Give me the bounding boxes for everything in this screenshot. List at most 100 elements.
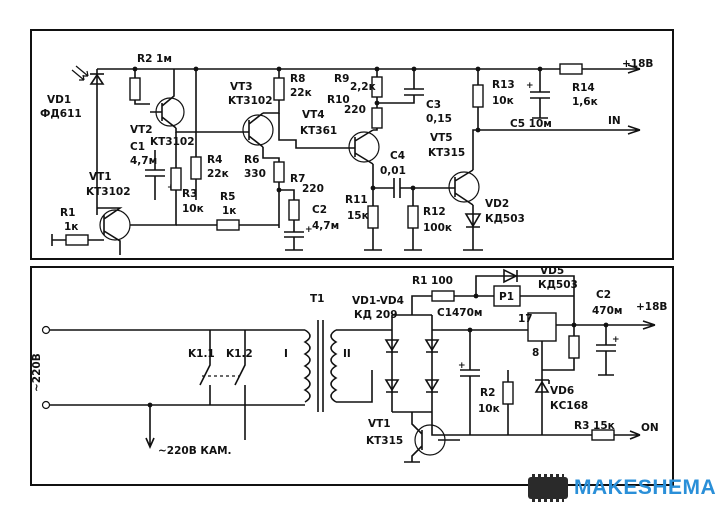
junction <box>374 66 380 72</box>
resistor-r4 <box>190 156 202 180</box>
r9-ref-label: R9 <box>334 73 349 85</box>
capacitor-c2-b <box>596 325 616 376</box>
vd1-type-label: ФД611 <box>40 108 82 120</box>
r8-ref-label: R8 <box>290 73 305 85</box>
c2-b-plus: + <box>612 335 620 345</box>
resistor-r8 <box>273 77 285 101</box>
junction <box>475 66 481 72</box>
resistor-r6 <box>273 161 285 183</box>
secondary-wires <box>336 329 392 403</box>
c2-ref-label: C2 <box>312 204 327 216</box>
r12-val-label: 100к <box>423 222 452 234</box>
r11-val-label: 15к <box>347 210 369 222</box>
r2-b-ref-label: R2 <box>480 387 495 399</box>
diode-vd2 <box>463 205 483 251</box>
vt3-type-label: KT3102 <box>228 95 273 107</box>
c4-ref-label: C4 <box>390 150 405 162</box>
resistor-r3-b <box>591 429 615 441</box>
transistor-vt2 <box>150 69 185 129</box>
vt5-type-label: KT315 <box>428 147 465 159</box>
r13-val-label: 10к <box>492 95 514 107</box>
c5-label: C5 10м <box>510 118 552 130</box>
r2-b-val-label: 10к <box>478 403 500 415</box>
c1-b-val-label: 470м <box>452 307 483 319</box>
on-input-label: ON <box>641 422 659 434</box>
c1-ref-label: C1 <box>130 141 145 153</box>
c1-val-label: 4,7м <box>130 155 157 167</box>
resistor-r5 <box>216 219 240 231</box>
junction <box>537 66 543 72</box>
r14-val-label: 1,6к <box>572 96 598 108</box>
transistor-vt1 <box>97 207 131 255</box>
junction <box>276 66 282 72</box>
resistor-r7 <box>288 199 300 221</box>
r7-ref-label: R7 <box>290 173 305 185</box>
junction <box>603 322 609 328</box>
vt3-emitter-wire <box>262 147 280 228</box>
p1-label: P1 <box>499 291 514 303</box>
pin-17-label: 17 <box>518 313 533 325</box>
resistor-r11 <box>367 205 379 229</box>
junction <box>467 327 473 333</box>
vt5-ref-label: VT5 <box>430 132 453 144</box>
r7-val-label: 220 <box>302 183 324 195</box>
vd1-vd4-label: VD1-VD4 <box>352 295 404 307</box>
c4-val-label: 0,01 <box>380 165 406 177</box>
supply-voltage-label: +18В <box>622 58 653 70</box>
r4-ref-label: R4 <box>207 154 222 166</box>
relay-contact-k12 <box>234 330 246 405</box>
t1-label: T1 <box>310 293 324 305</box>
resistor-r9 <box>371 76 383 98</box>
resistor-r2 <box>129 77 141 101</box>
junction <box>410 185 416 191</box>
vt1-b-ref-label: VT1 <box>368 418 391 430</box>
chip-icon <box>528 474 568 502</box>
vt1-b-type-label: KT315 <box>366 435 403 447</box>
makeshema-logo: MAKESHEMA <box>528 474 716 506</box>
resistor-r2-b <box>502 381 514 405</box>
transistor-vt4 <box>346 129 380 165</box>
camera-mains-label: ~220В КАМ. <box>158 445 232 457</box>
r3-val-label: 10к <box>182 203 204 215</box>
r3-ref-label: R3 <box>182 188 197 200</box>
pin-8-label: 8 <box>532 347 539 359</box>
primary-winding-label: I <box>284 348 288 360</box>
mains-voltage-label: ~220В <box>31 353 43 392</box>
k11-label: K1.1 <box>188 348 215 360</box>
r1-ref-label: R1 <box>60 207 75 219</box>
vt1-ref-label: VT1 <box>89 171 112 183</box>
r1-val-label: 1к <box>64 221 78 233</box>
vt2-emitter-wire <box>175 128 196 133</box>
vt1-type-label: KT3102 <box>86 186 131 198</box>
resistor-r3 <box>170 167 182 191</box>
svg-text:+: + <box>305 225 313 235</box>
vd5-ref-label: VD5 <box>540 265 564 277</box>
k12-label: K1.2 <box>226 348 253 360</box>
r6-ref-label: R6 <box>244 154 259 166</box>
r6-val-label: 330 <box>244 168 266 180</box>
r10-val-label: 220 <box>344 104 366 116</box>
transistor-vt1-b <box>404 412 460 463</box>
zener-vd6 <box>534 379 550 393</box>
transistor-vt5 <box>446 169 480 206</box>
c2-b-val-label: 470м <box>592 305 623 317</box>
camera-out-wire <box>145 405 155 449</box>
junction <box>411 66 417 72</box>
vd6-type-label: КС168 <box>550 400 588 412</box>
vd5-type-label: КД503 <box>538 279 578 291</box>
vt2-type-label: KT3102 <box>150 136 195 148</box>
resistor-r1 <box>65 234 89 246</box>
vt3-ref-label: VT3 <box>230 81 253 93</box>
c5-plus: + <box>526 81 534 91</box>
r10-ref-label: R10 <box>327 94 350 106</box>
c2-val-label: 4,7м <box>312 220 339 232</box>
junction <box>374 100 380 106</box>
top-schematic-frame <box>30 29 674 260</box>
resistor-r13 <box>472 84 484 108</box>
capacitor-c4 <box>373 178 446 198</box>
vt2-ref-label: VT2 <box>130 124 153 136</box>
c2-b-ref-label: C2 <box>596 289 611 301</box>
c3-ref-label: C3 <box>426 99 441 111</box>
photodiode-vd1 <box>71 65 105 215</box>
